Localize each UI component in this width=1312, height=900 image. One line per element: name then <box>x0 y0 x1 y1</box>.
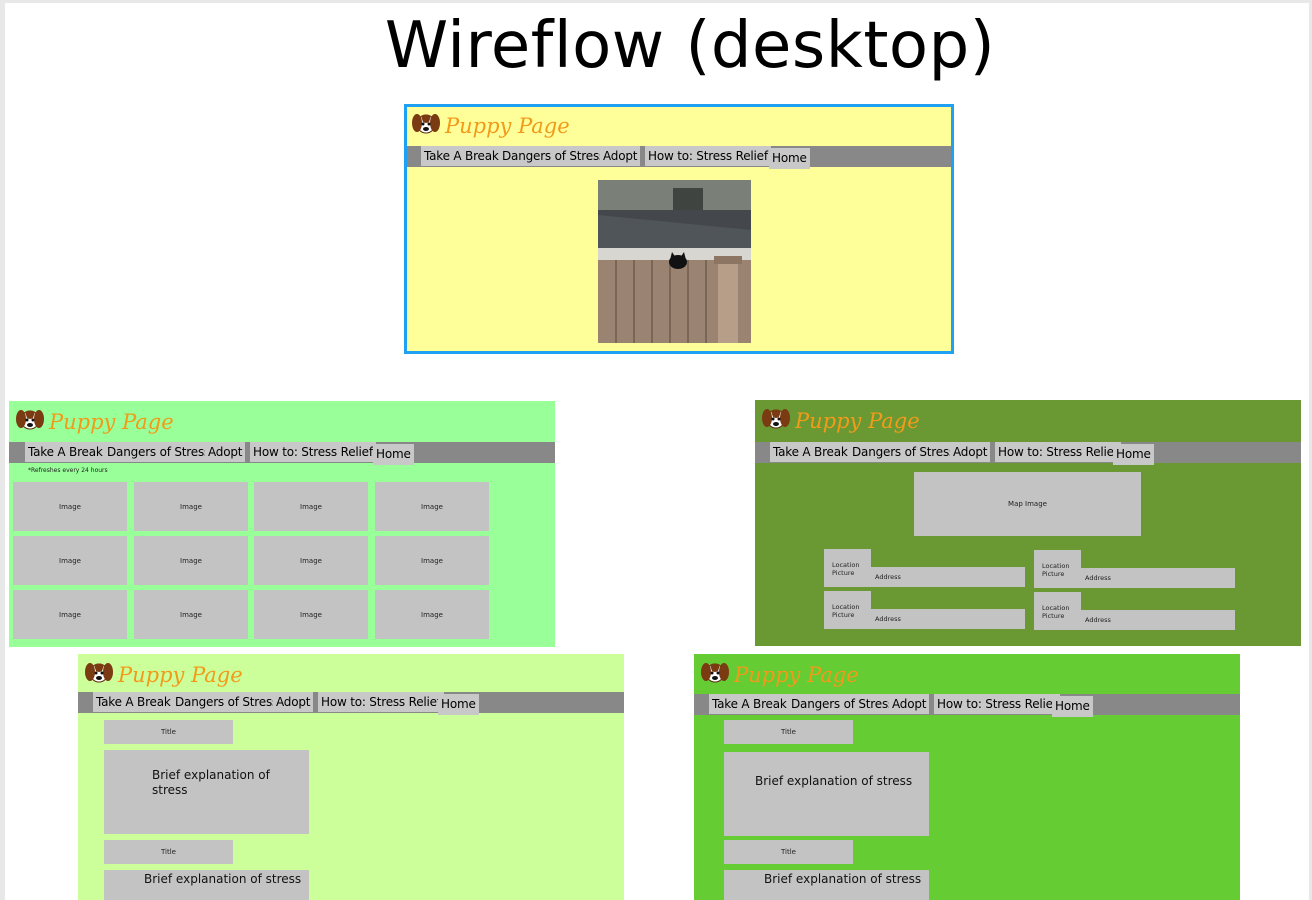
nav-item-dangers-of-stress[interactable]: Dangers of Stress <box>788 694 898 714</box>
image-placeholder[interactable]: Image <box>13 482 127 531</box>
puppy-logo-icon <box>15 407 49 436</box>
article-title: Title <box>724 720 853 744</box>
puppy-logo-icon <box>700 660 734 689</box>
location-address: Address <box>1081 610 1235 630</box>
nav-item-how-to-stress-relief[interactable]: How to: Stress Relief <box>934 694 1060 714</box>
nav-item-adopt[interactable]: Adopt <box>273 692 314 712</box>
article-explanation: Brief explanation of stress <box>104 750 309 834</box>
brand-name: Puppy Page <box>734 662 859 687</box>
brand[interactable]: Puppy Page <box>761 406 920 435</box>
article-title: Title <box>104 840 233 864</box>
nav-item-adopt[interactable]: Adopt <box>600 146 641 166</box>
nav-item-how-to-stress-relief[interactable]: How to: Stress Relief <box>250 442 376 462</box>
puppy-logo-icon <box>411 111 445 140</box>
nav-item-how-to-stress-relief[interactable]: How to: Stress Relief <box>645 146 771 166</box>
image-placeholder[interactable]: Image <box>134 590 248 639</box>
page-title: Wireflow (desktop) <box>384 9 996 83</box>
location-picture: Location Picture <box>1034 592 1081 630</box>
nav-item-take-a-break[interactable]: Take A Break <box>770 442 851 462</box>
location-address: Address <box>1081 568 1235 588</box>
location-picture: Location Picture <box>824 549 871 587</box>
image-placeholder[interactable]: Image <box>134 482 248 531</box>
nav-item-dangers-of-stress[interactable]: Dangers of Stress <box>499 146 609 166</box>
nav-item-take-a-break[interactable]: Take A Break <box>25 442 106 462</box>
map-image: Map Image <box>914 472 1141 536</box>
image-placeholder[interactable]: Image <box>375 590 489 639</box>
nav-item-home[interactable]: Home <box>769 148 810 169</box>
nav-item-how-to-stress-relief[interactable]: How to: Stress Relief <box>995 442 1121 462</box>
location-picture: Location Picture <box>824 591 871 629</box>
brand-name: Puppy Page <box>49 409 174 434</box>
brand-name: Puppy Page <box>118 662 243 687</box>
nav-item-adopt[interactable]: Adopt <box>205 442 246 462</box>
puppy-logo-icon <box>761 406 795 435</box>
puppy-logo-icon <box>84 660 118 689</box>
brand[interactable]: Puppy Page <box>84 660 243 689</box>
brand-name: Puppy Page <box>795 408 920 433</box>
image-placeholder[interactable]: Image <box>254 536 368 585</box>
location-address: Address <box>871 567 1025 587</box>
nav-item-dangers-of-stress[interactable]: Dangers of Stress <box>849 442 959 462</box>
puppy-photo <box>598 180 751 343</box>
article-explanation: Brief explanation of stress <box>104 870 309 900</box>
image-placeholder[interactable]: Image <box>375 482 489 531</box>
brand[interactable]: Puppy Page <box>15 407 174 436</box>
nav-item-adopt[interactable]: Adopt <box>950 442 991 462</box>
nav-item-take-a-break[interactable]: Take A Break <box>709 694 790 714</box>
brand[interactable]: Puppy Page <box>411 111 570 140</box>
puppy-fence-photo <box>598 180 751 343</box>
nav-item-dangers-of-stress[interactable]: Dangers of Stress <box>104 442 214 462</box>
image-placeholder[interactable]: Image <box>134 536 248 585</box>
nav-item-how-to-stress-relief[interactable]: How to: Stress Relief <box>318 692 444 712</box>
nav-item-take-a-break[interactable]: Take A Break <box>421 146 502 166</box>
nav-item-home[interactable]: Home <box>373 444 414 465</box>
article-explanation: Brief explanation of stress <box>724 870 929 900</box>
location-picture: Location Picture <box>1034 550 1081 588</box>
article-title: Title <box>724 840 853 864</box>
article-explanation: Brief explanation of stress <box>724 752 929 836</box>
nav-item-home[interactable]: Home <box>1052 696 1093 717</box>
brand[interactable]: Puppy Page <box>700 660 859 689</box>
nav-item-home[interactable]: Home <box>1113 444 1154 465</box>
article-title: Title <box>104 720 233 744</box>
image-placeholder[interactable]: Image <box>13 590 127 639</box>
nav-item-take-a-break[interactable]: Take A Break <box>93 692 174 712</box>
brand-name: Puppy Page <box>445 113 570 138</box>
image-placeholder[interactable]: Image <box>375 536 489 585</box>
nav-item-home[interactable]: Home <box>438 694 479 715</box>
location-address: Address <box>871 609 1025 629</box>
refresh-note: *Refreshes every 24 hours <box>28 467 108 474</box>
image-placeholder[interactable]: Image <box>13 536 127 585</box>
image-placeholder[interactable]: Image <box>254 482 368 531</box>
image-placeholder[interactable]: Image <box>254 590 368 639</box>
nav-item-adopt[interactable]: Adopt <box>889 694 930 714</box>
nav-item-dangers-of-stress[interactable]: Dangers of Stress <box>172 692 282 712</box>
